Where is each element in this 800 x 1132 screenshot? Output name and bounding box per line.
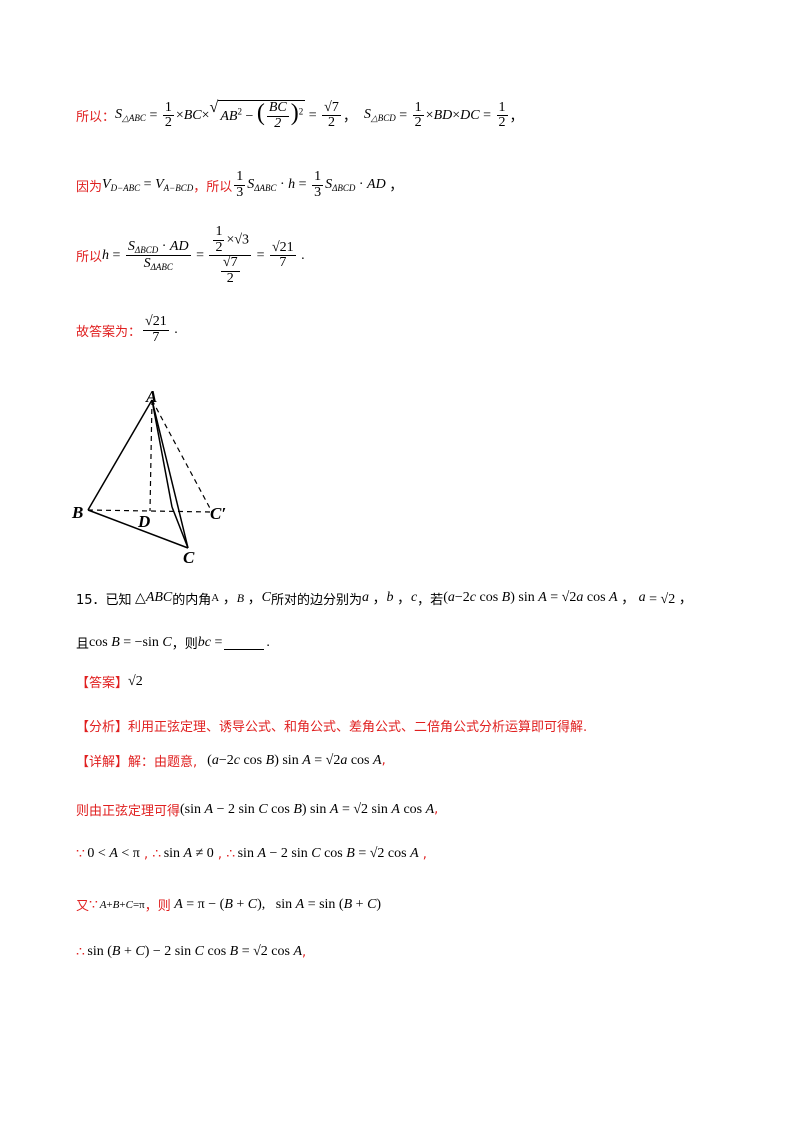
question-15-line-1: 15．已知 △ABC 的内角 A ，B ，C 所对的边分别为 a ， b ， c… bbox=[76, 590, 693, 608]
line-label: 所以 bbox=[76, 250, 103, 266]
because-symbol: ∵ bbox=[76, 846, 85, 862]
detail-step-3: ∵ 0 < A < π , ∴ sin A ≠ 0 , ∴ sin A − 2 … bbox=[76, 846, 427, 862]
answer-label: 【答案】 bbox=[76, 676, 129, 691]
analysis-text: 利用正弦定理、诱导公式、和角公式、差角公式、二倍角公式分析运算即可得解. bbox=[128, 720, 588, 735]
vertex-label-a: A bbox=[145, 387, 157, 406]
vertex-label-b: B bbox=[71, 503, 83, 522]
therefore-symbol: ∴ bbox=[76, 944, 85, 960]
answer-blank bbox=[224, 635, 265, 650]
line-label: 故答案为： bbox=[76, 324, 142, 340]
analysis-line: 【分析】 利用正弦定理、诱导公式、和角公式、差角公式、二倍角公式分析运算即可得解… bbox=[76, 716, 740, 735]
therefore-symbol: ∴ bbox=[152, 846, 161, 862]
therefore-symbol: ∴ bbox=[226, 846, 235, 862]
because-symbol: ∵ bbox=[89, 896, 98, 913]
line-label: 因为 bbox=[76, 179, 103, 195]
answer-line: 【答案】 √2 bbox=[76, 673, 143, 692]
question-15-line-2: 且 cos B = −sin C ，则 bc = . bbox=[76, 634, 270, 653]
detail-step-5: ∴ sin (B + C) − 2 sin C cos B = √2 cos A… bbox=[76, 944, 307, 960]
line-label: 所以： bbox=[76, 110, 116, 126]
vertex-label-c: C bbox=[183, 548, 195, 567]
detail-step-4: 又 ∵ A+B+C=π ，则 A = π − (B + C), sin A = … bbox=[76, 896, 382, 915]
tetrahedron-figure: A B D C′ C bbox=[71, 387, 226, 567]
detail-label: 【详解】 bbox=[76, 755, 129, 770]
question-number: 15．已知 bbox=[76, 592, 132, 608]
vertex-label-d: D bbox=[137, 512, 150, 531]
detail-step-2: 则由正弦定理可得 (sin A − 2 sin C cos B) sin A =… bbox=[76, 801, 439, 820]
analysis-label: 【分析】 bbox=[76, 720, 129, 735]
vertex-label-c-prime: C′ bbox=[210, 504, 226, 523]
